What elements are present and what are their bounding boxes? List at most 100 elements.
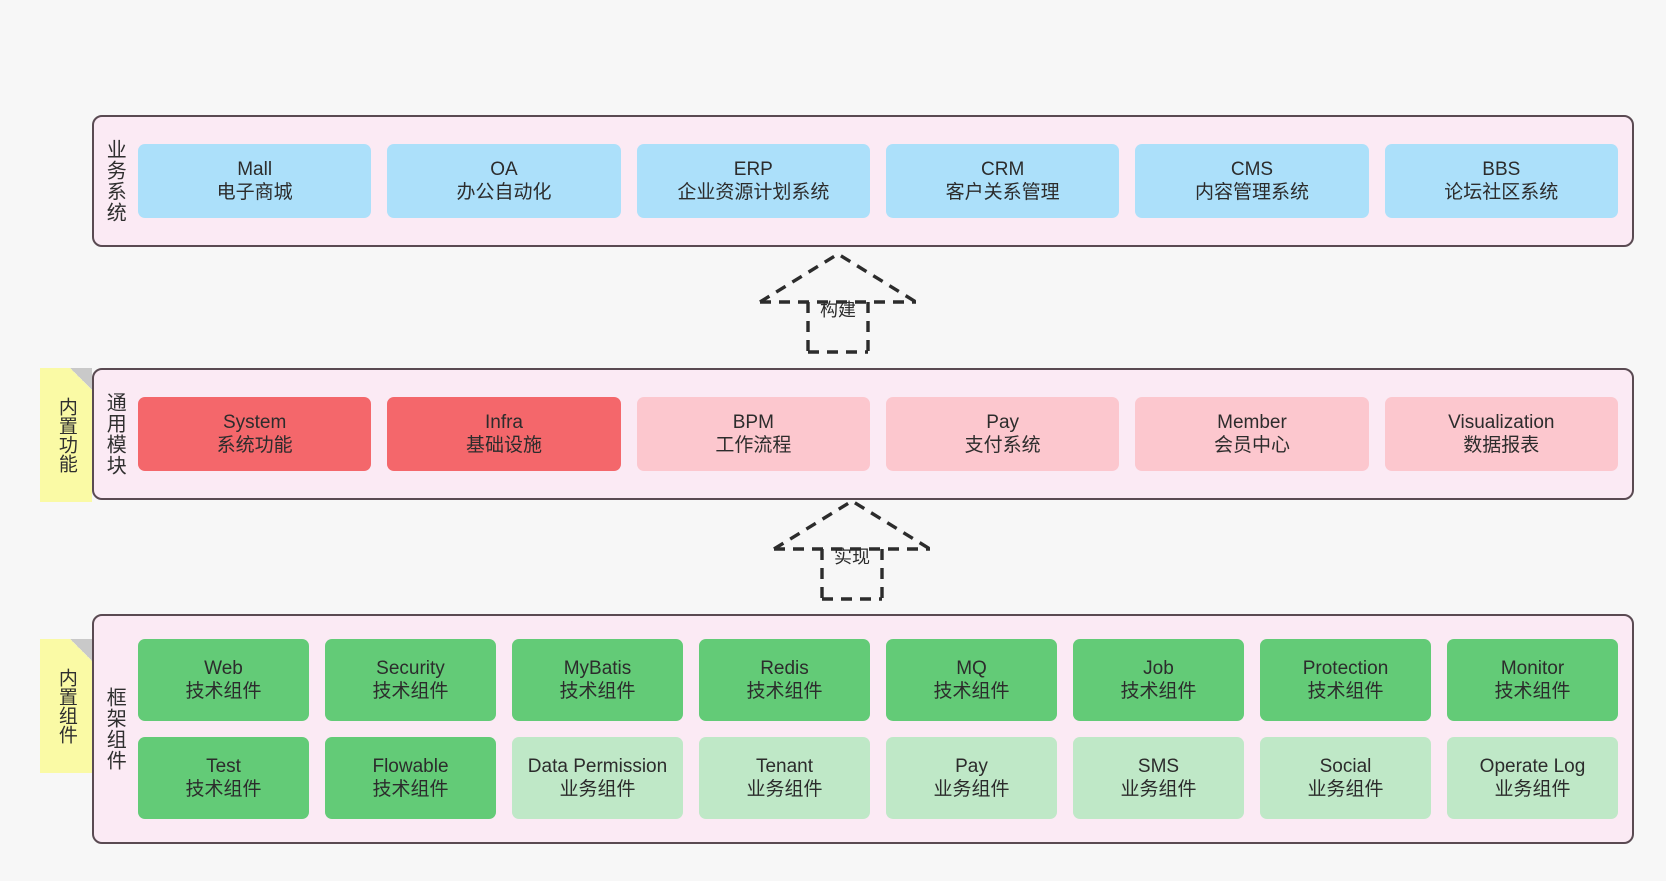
node-job[interactable]: Job 技术组件: [1073, 639, 1244, 721]
node-title: Infra: [484, 411, 523, 433]
connector-label-build: 构建: [820, 300, 856, 320]
node-title: Test: [206, 755, 241, 777]
node-title: MyBatis: [563, 657, 632, 679]
node-pay-module[interactable]: Pay 支付系统: [885, 397, 1120, 471]
node-subtitle: 电子商城: [216, 182, 293, 203]
node-subtitle: 技术组件: [1307, 681, 1384, 702]
sticky-note-builtin-features: 内置功能: [40, 368, 92, 502]
node-title: Web: [204, 657, 243, 679]
node-subtitle: 技术组件: [372, 779, 449, 800]
layer-title-business-systems: 业务系统: [103, 139, 126, 223]
dashed-generalization-arrow-icon: [773, 499, 931, 601]
node-bpm[interactable]: BPM 工作流程: [636, 397, 870, 471]
node-security[interactable]: Security 技术组件: [325, 639, 496, 721]
node-title: Redis: [760, 657, 809, 679]
row-technical-components: Web 技术组件 Security 技术组件 MyBatis 技术组件 Redi…: [138, 639, 1618, 721]
node-test[interactable]: Test 技术组件: [138, 737, 309, 819]
node-data-permission[interactable]: Data Permission 业务组件: [512, 737, 683, 819]
node-subtitle: 业务组件: [933, 779, 1010, 800]
node-tenant[interactable]: Tenant 业务组件: [699, 737, 870, 819]
node-infra[interactable]: Infra 基础设施: [387, 397, 621, 471]
node-oa[interactable]: OA 办公自动化: [387, 144, 621, 218]
node-subtitle: 技术组件: [933, 681, 1010, 702]
layer-body-common-modules: System 系统功能 Infra 基础设施 BPM 工作流程 Pay 支付系统…: [134, 370, 1632, 498]
node-flowable[interactable]: Flowable 技术组件: [325, 737, 496, 819]
layer-framework-components: 框架组件 Web 技术组件 Security 技术组件 MyBatis 技术组件…: [92, 614, 1634, 844]
node-subtitle: 技术组件: [185, 681, 262, 702]
node-subtitle: 业务组件: [1494, 779, 1571, 800]
node-subtitle: 技术组件: [372, 681, 449, 702]
node-subtitle: 企业资源计划系统: [677, 182, 830, 203]
node-subtitle: 客户关系管理: [945, 182, 1060, 203]
connector-build: 构建: [738, 248, 938, 358]
layer-business-systems: 业务系统 Mall 电子商城 OA 办公自动化 ERP 企业资源计划系统 CRM…: [92, 115, 1634, 247]
node-title: Operate Log: [1479, 755, 1586, 777]
node-subtitle: 技术组件: [185, 779, 262, 800]
node-title: CRM: [981, 158, 1025, 180]
layer-title-common-modules: 通用模块: [103, 392, 126, 476]
node-title: BBS: [1482, 158, 1521, 180]
layer-title-framework-components: 框架组件: [103, 687, 126, 771]
node-subtitle: 技术组件: [559, 681, 636, 702]
node-title: SMS: [1137, 755, 1180, 777]
node-title: System: [222, 411, 287, 433]
node-social[interactable]: Social 业务组件: [1260, 737, 1431, 819]
node-subtitle: 工作流程: [715, 435, 792, 456]
node-subtitle: 论坛社区系统: [1444, 182, 1559, 203]
node-title: OA: [490, 158, 518, 180]
connector-label-implement: 实现: [834, 547, 870, 567]
node-title: Tenant: [755, 755, 814, 777]
node-title: Data Permission: [527, 755, 668, 777]
node-mall[interactable]: Mall 电子商城: [138, 144, 372, 218]
node-subtitle: 基础设施: [465, 435, 542, 456]
node-erp[interactable]: ERP 企业资源计划系统: [636, 144, 870, 218]
node-system[interactable]: System 系统功能: [138, 397, 372, 471]
node-title: Monitor: [1500, 657, 1565, 679]
node-monitor[interactable]: Monitor 技术组件: [1447, 639, 1618, 721]
node-cms[interactable]: CMS 内容管理系统: [1135, 144, 1369, 218]
node-operate-log[interactable]: Operate Log 业务组件: [1447, 737, 1618, 819]
node-title: Member: [1217, 411, 1287, 433]
node-subtitle: 技术组件: [1494, 681, 1571, 702]
node-subtitle: 数据报表: [1463, 435, 1540, 456]
node-subtitle: 技术组件: [1120, 681, 1197, 702]
node-title: Flowable: [372, 755, 449, 777]
node-mybatis[interactable]: MyBatis 技术组件: [512, 639, 683, 721]
node-crm[interactable]: CRM 客户关系管理: [885, 144, 1120, 218]
node-mq[interactable]: MQ 技术组件: [886, 639, 1057, 721]
row-business-systems: Mall 电子商城 OA 办公自动化 ERP 企业资源计划系统 CRM 客户关系…: [138, 144, 1618, 218]
node-subtitle: 业务组件: [1120, 779, 1197, 800]
node-title: MQ: [956, 657, 987, 679]
node-title: Pay: [986, 411, 1020, 433]
node-title: Job: [1143, 657, 1174, 679]
node-protection[interactable]: Protection 技术组件: [1260, 639, 1431, 721]
layer-body-business-systems: Mall 电子商城 OA 办公自动化 ERP 企业资源计划系统 CRM 客户关系…: [134, 117, 1632, 245]
node-title: ERP: [733, 158, 773, 180]
node-redis[interactable]: Redis 技术组件: [699, 639, 870, 721]
node-web[interactable]: Web 技术组件: [138, 639, 309, 721]
node-visualization[interactable]: Visualization 数据报表: [1384, 397, 1618, 471]
node-subtitle: 办公自动化: [456, 182, 552, 203]
row-common-modules: System 系统功能 Infra 基础设施 BPM 工作流程 Pay 支付系统…: [138, 397, 1618, 471]
node-member[interactable]: Member 会员中心: [1135, 397, 1369, 471]
node-subtitle: 会员中心: [1213, 435, 1290, 456]
node-subtitle: 支付系统: [964, 435, 1041, 456]
node-subtitle: 业务组件: [559, 779, 636, 800]
node-sms[interactable]: SMS 业务组件: [1073, 737, 1244, 819]
node-title: CMS: [1230, 158, 1274, 180]
node-title: Pay: [955, 755, 988, 777]
node-title: Security: [376, 657, 445, 679]
node-subtitle: 系统功能: [216, 435, 293, 456]
node-subtitle: 业务组件: [1307, 779, 1384, 800]
connector-implement: 实现: [752, 495, 952, 605]
row-business-components: Test 技术组件 Flowable 技术组件 Data Permission …: [138, 737, 1618, 819]
node-title: Visualization: [1448, 411, 1555, 433]
sticky-note-builtin-components: 内置组件: [40, 639, 92, 773]
node-bbs[interactable]: BBS 论坛社区系统: [1384, 144, 1618, 218]
layer-body-framework-components: Web 技术组件 Security 技术组件 MyBatis 技术组件 Redi…: [134, 616, 1632, 842]
dashed-generalization-arrow-icon: [759, 252, 917, 354]
layer-common-modules: 通用模块 System 系统功能 Infra 基础设施 BPM 工作流程 Pay…: [92, 368, 1634, 500]
node-subtitle: 业务组件: [746, 779, 823, 800]
node-pay-component[interactable]: Pay 业务组件: [886, 737, 1057, 819]
